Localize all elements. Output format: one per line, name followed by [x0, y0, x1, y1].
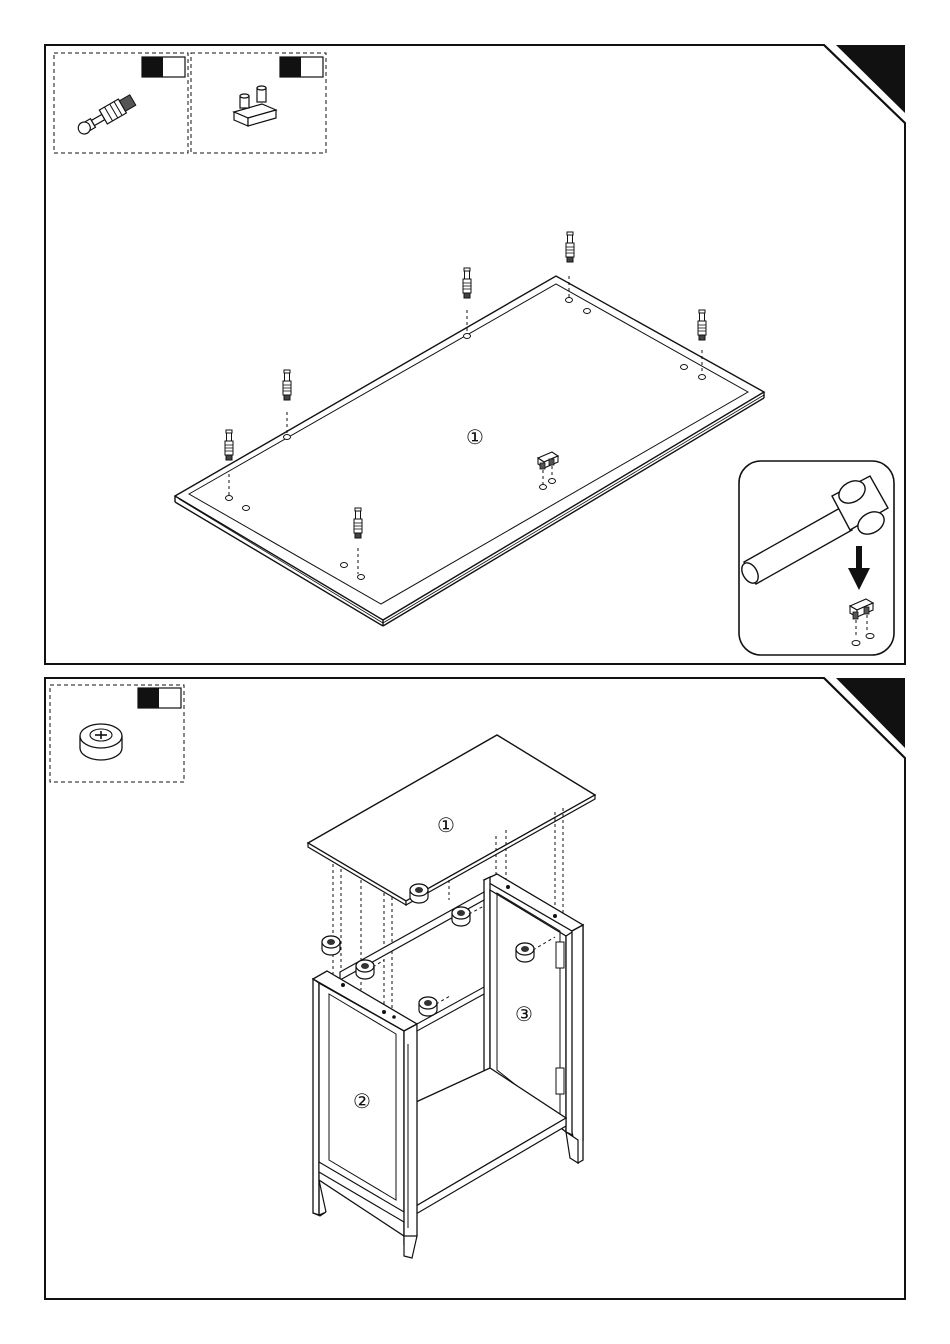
step-1-hammer-detail	[738, 461, 894, 655]
step-2-corner-tab	[836, 678, 905, 748]
step-1-top-panel	[175, 276, 764, 626]
step-1-parts-box-dowel-connector	[191, 53, 326, 153]
step-1-corner-tab	[836, 45, 905, 113]
cam-bolt-icon	[75, 93, 137, 138]
step-2-right-panel-label: ③	[515, 1002, 533, 1026]
step-2-side-panel-left	[313, 971, 417, 1258]
step-2-left-panel-label: ②	[353, 1089, 371, 1113]
cam-lock-icon	[80, 724, 122, 760]
step-1-parts-box-cam-bolt	[54, 53, 188, 153]
step-1-panel-label: ①	[466, 425, 484, 449]
step-2-top-panel-label: ①	[437, 813, 455, 837]
step-2-parts-box-cam-lock	[50, 685, 184, 782]
double-dowel-connector-icon	[234, 86, 276, 126]
